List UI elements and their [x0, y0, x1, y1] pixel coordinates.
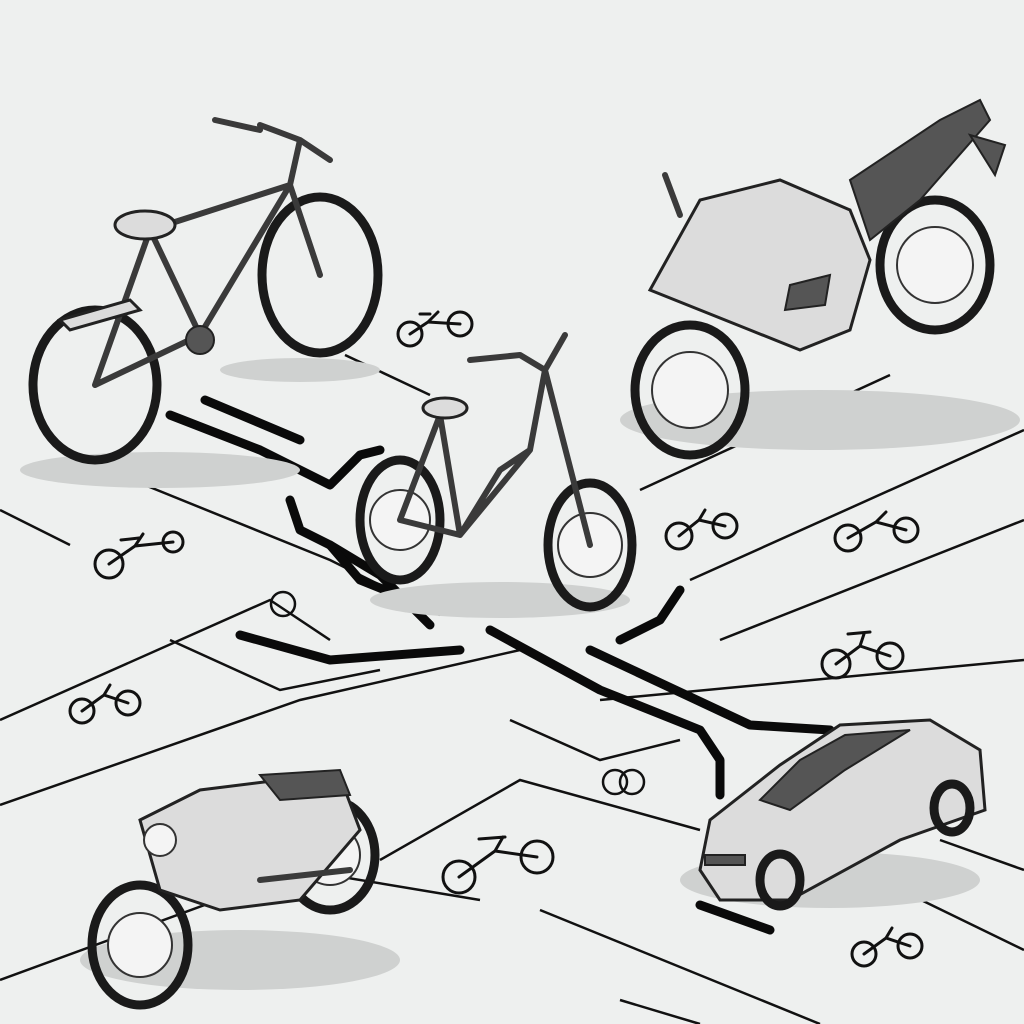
bicycle-icon: [68, 683, 142, 725]
grille: [704, 854, 746, 866]
seat: [258, 768, 352, 802]
hatchback-car: [680, 718, 987, 911]
lane-bicycle-icons: [68, 310, 924, 968]
front-wheel: [543, 478, 637, 612]
windshield: [758, 729, 911, 812]
saddle: [113, 209, 177, 241]
path-marker-circle: [618, 768, 646, 796]
bicycle-icon: [664, 508, 739, 551]
front-wheel: [630, 320, 750, 460]
city-bicycle: [20, 117, 383, 488]
bicycle-icon: [833, 510, 920, 553]
sport-motorcycle: [620, 98, 1020, 460]
rear-wheel: [875, 195, 995, 335]
bicycle-icon: [396, 310, 474, 348]
bicycle-icon: [93, 530, 185, 580]
front-wheel: [87, 880, 193, 1010]
seat: [848, 98, 992, 242]
fairing: [647, 178, 872, 352]
path-circles: [269, 590, 646, 796]
bicycle-icon: [820, 630, 905, 680]
kids-bicycle: [355, 332, 637, 618]
path-marker-circle: [269, 590, 297, 618]
saddle: [421, 396, 469, 420]
front-wheel: [257, 192, 383, 358]
rear-rack: [57, 298, 143, 332]
path-marker-circle: [601, 768, 629, 796]
bicycle-icon: [441, 835, 555, 895]
rear-wheel: [355, 455, 445, 585]
cruiser-motorcycle: [80, 768, 400, 1010]
rear-wheel: [929, 779, 975, 837]
side-vent: [783, 273, 832, 312]
tail-plate: [967, 133, 1007, 178]
bicycle-icon: [850, 926, 924, 968]
front-wheel: [755, 849, 805, 911]
bike-path-thick-lines: [165, 395, 835, 935]
chainring: [185, 325, 215, 355]
headlight: [143, 823, 177, 857]
